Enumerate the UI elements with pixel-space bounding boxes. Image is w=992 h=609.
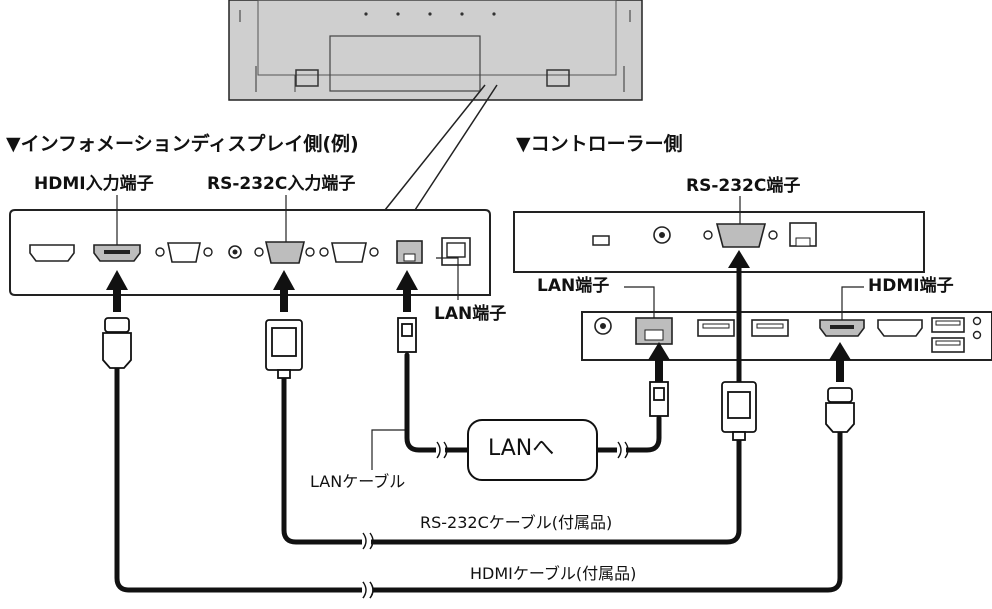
cables <box>114 259 843 593</box>
controller-hdmi-label: HDMI端子 <box>868 276 954 296</box>
rs232c-cable-label: RS-232Cケーブル(付属品) <box>420 513 613 532</box>
up-arrows <box>106 250 851 382</box>
hdmi-cable-label: HDMIケーブル(付属品) <box>470 564 637 583</box>
display-lan-label: LAN端子 <box>434 304 507 324</box>
controller-side-title: ▼コントローラー側 <box>516 133 683 155</box>
lan-destination-label: LANへ <box>488 436 555 461</box>
lan-destination-box <box>467 419 598 481</box>
display-hdmi-in-label: HDMI入力端子 <box>34 174 154 194</box>
display-panel-ports <box>29 237 471 266</box>
controller-top-ports <box>592 222 817 248</box>
connector-plugs <box>102 317 855 441</box>
display-port-panel <box>9 209 491 296</box>
lan-cable-label: LANケーブル <box>310 472 406 491</box>
display-rs232c-in-label: RS-232C入力端子 <box>207 174 356 194</box>
display-rear-illustration <box>228 0 643 101</box>
cable-break-marks <box>362 441 629 599</box>
label-leaders <box>116 195 864 470</box>
controller-top-panel <box>513 211 925 273</box>
controller-rs232c-label: RS-232C端子 <box>686 176 801 196</box>
controller-lan-label: LAN端子 <box>537 276 610 296</box>
controller-bottom-ports <box>594 316 982 353</box>
display-side-title: ▼インフォメーションディスプレイ側(例) <box>6 133 359 155</box>
